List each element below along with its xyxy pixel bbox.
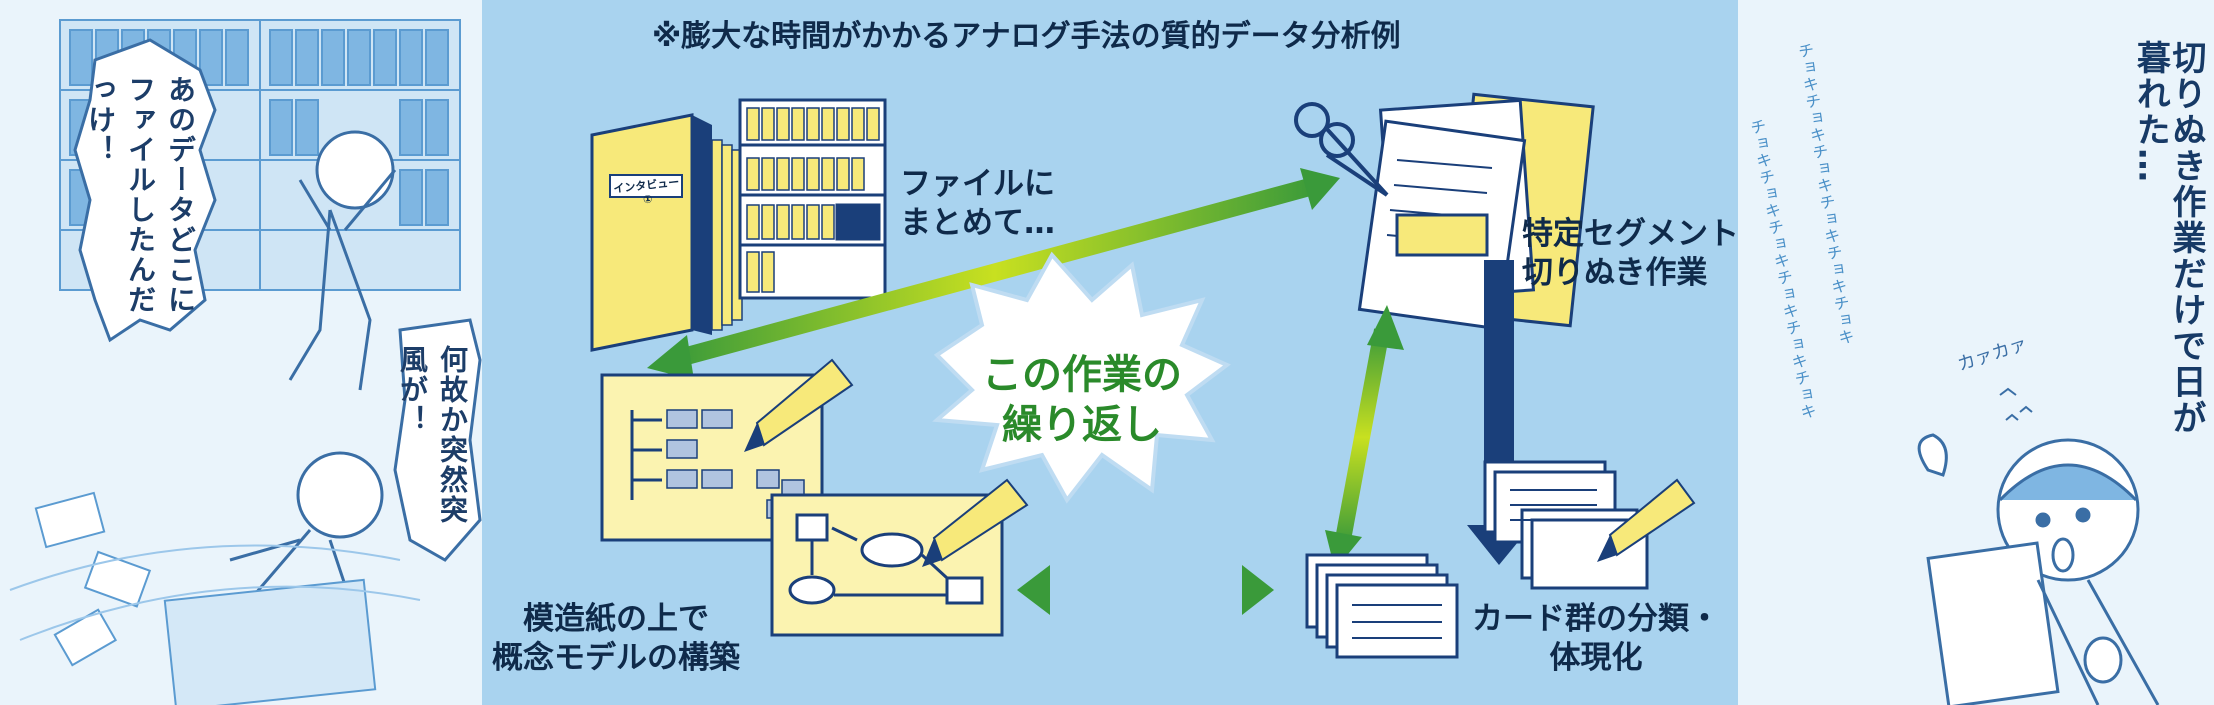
step-files-label: ファイルに まとめて…: [900, 166, 1055, 241]
repeat-burst-text: この作業の 繰り返し: [982, 350, 1182, 450]
sigh-breath-icon: [1917, 433, 1948, 477]
repeat-burst-shape: [932, 251, 1231, 504]
file-cabinet-icon: [738, 98, 887, 300]
pencil-icon-1: [744, 358, 854, 452]
crow-icon: [1999, 387, 2033, 421]
binder-file-icon: [590, 113, 743, 352]
arrow-model-to-cards: [1017, 565, 1274, 615]
speech-bubble-spiky: [73, 38, 217, 343]
right-comic-panel: 切りぬき作業だけで日が暮れた… チョキチョキチョキチョキチョキチョキ チョキチョ…: [1738, 0, 2214, 705]
index-cards-icon: [1305, 460, 1649, 659]
scattered-papers-illustration: [34, 491, 377, 705]
right-comic-illustration: [1917, 387, 2160, 705]
narration-cutting-all-day: 切りぬき作業だけで日が暮れた…: [2130, 40, 2206, 436]
pencil-icon-2: [922, 478, 1029, 567]
pencil-icon-3: [1597, 478, 1696, 562]
step-cards-label: カード群の分類・ 体現化: [1472, 601, 1720, 676]
analysis-caption: ※膨大な時間がかかるアナログ手法の質的データ分析例: [652, 19, 1401, 54]
speech-where-is-data: あのデータどこにファイルしたんだっけ！: [84, 75, 197, 315]
step-cutting-label: 特定セグメントの 切りぬき作業: [1522, 216, 1738, 291]
workflow-diagram: [590, 92, 1696, 659]
speech-sudden-wind: 何故か突然突風が！: [396, 345, 469, 525]
repeat-burst-line2: 繰り返し: [1002, 402, 1162, 448]
left-comic-illustration: [9, 19, 482, 705]
workflow-diagram-panel: ※膨大な時間がかかるアナログ手法の質的データ分析例 インタビュー① ファイルに …: [482, 0, 1738, 705]
scissors-icon: [1294, 102, 1389, 197]
person-searching-illustration: [288, 130, 397, 391]
step-model-label: 模造紙の上で 概念モデルの構築: [492, 601, 740, 676]
repeat-burst-line1: この作業の: [982, 352, 1182, 398]
arrow-cutting-to-cards-green: [1325, 305, 1404, 570]
arrow-files-to-cutting: [647, 168, 1340, 380]
left-comic-panel: あのデータどこにファイルしたんだっけ！ 何故か突然突風が！: [0, 0, 482, 705]
cut-papers-icon: [1357, 92, 1595, 331]
index-card-lines: [1352, 489, 1597, 639]
speech-bubble-wind: [393, 318, 482, 562]
tired-person-illustration: [1926, 438, 2160, 705]
